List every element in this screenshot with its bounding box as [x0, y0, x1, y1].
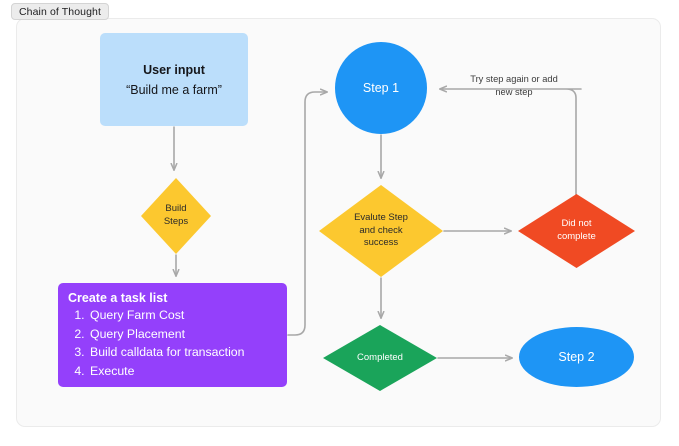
- retry-edge-line-2: new step: [495, 86, 533, 97]
- diamond-shape-icon: [518, 194, 635, 268]
- node-user-input[interactable]: User input “Build me a farm”: [100, 33, 248, 126]
- build-steps-line-1: Build: [165, 203, 187, 215]
- node-step-1[interactable]: Step 1: [335, 42, 427, 134]
- node-evaluate-step[interactable]: Evalute Step and check success: [319, 185, 443, 277]
- task-list-items: Query Farm Cost Query Placement Build ca…: [68, 306, 287, 381]
- diamond-shape-icon: [319, 185, 443, 277]
- build-steps-line-2: Steps: [163, 216, 189, 227]
- node-completed[interactable]: Completed: [323, 325, 437, 391]
- did-not-complete-line-1: Did not: [561, 218, 592, 230]
- evaluate-line-2: and check: [359, 224, 403, 236]
- node-did-not-complete[interactable]: Did not complete: [518, 194, 635, 268]
- diamond-shape-icon: [323, 325, 437, 391]
- task-list-item: Build calldata for transaction: [88, 343, 287, 362]
- node-step-2[interactable]: Step 2: [519, 327, 634, 387]
- chain-of-thought-tab-label: Chain of Thought: [19, 5, 101, 18]
- step-1-label: Step 1: [362, 81, 400, 95]
- evaluate-step-label: Evalute Step and check success: [354, 212, 408, 250]
- node-task-list[interactable]: Create a task list Query Farm Cost Query…: [58, 283, 287, 387]
- did-not-complete-label: Did not complete: [557, 218, 596, 243]
- step-2-label: Step 2: [558, 350, 595, 364]
- build-steps-label: Build Steps: [164, 203, 188, 228]
- task-list-title: Create a task list: [68, 291, 168, 305]
- evaluate-line-1: Evalute Step: [354, 212, 408, 224]
- retry-edge-label: Try step again or add new step: [452, 73, 576, 98]
- task-list-item: Query Placement: [88, 325, 287, 344]
- diamond-shape-icon: [141, 178, 211, 254]
- evaluate-line-3: success: [363, 237, 399, 249]
- task-list-item: Execute: [88, 362, 287, 381]
- completed-label: Completed: [357, 351, 403, 363]
- retry-edge-line-1: Try step again or add: [470, 74, 558, 84]
- chain-of-thought-tab[interactable]: Chain of Thought: [11, 3, 109, 20]
- node-build-steps[interactable]: Build Steps: [141, 178, 211, 254]
- user-input-quote: “Build me a farm”: [126, 82, 222, 97]
- task-list-item: Query Farm Cost: [88, 306, 287, 325]
- did-not-complete-line-2: complete: [557, 231, 596, 242]
- user-input-title: User input: [143, 62, 205, 77]
